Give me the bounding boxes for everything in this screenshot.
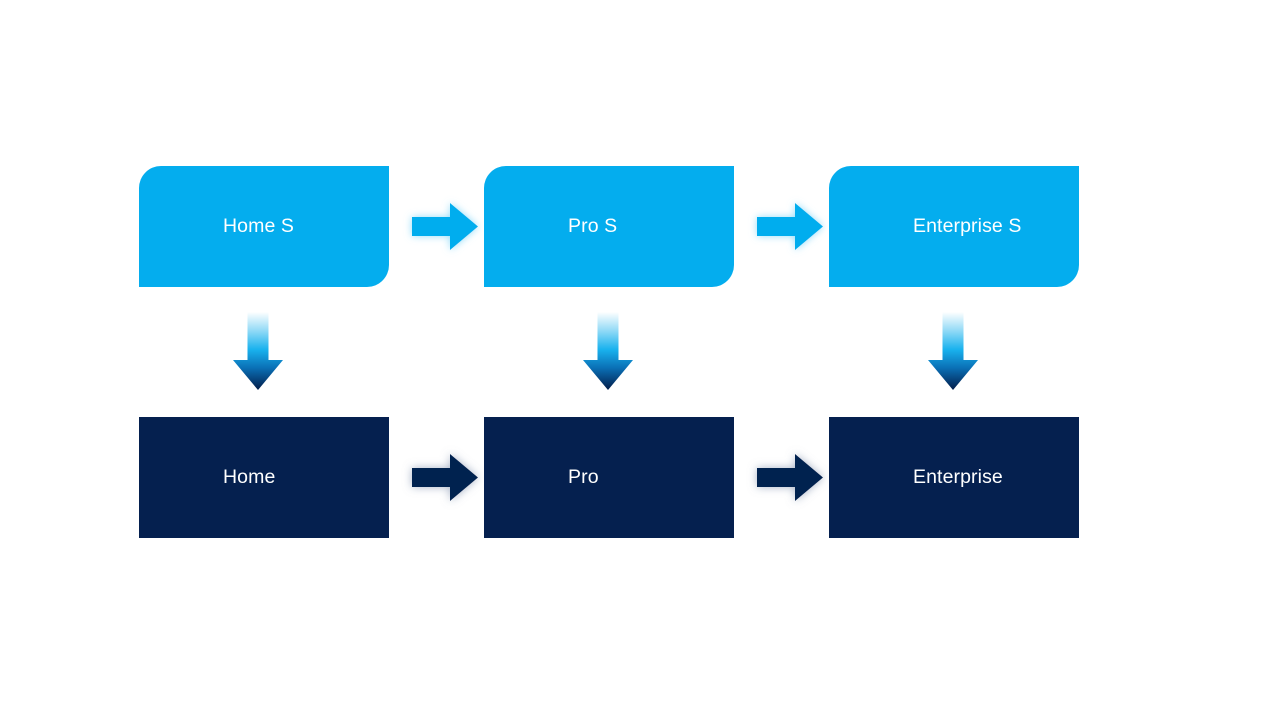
- node-pro-s[interactable]: Pro S: [484, 166, 734, 287]
- arrow-down-icon: [928, 312, 978, 390]
- node-home[interactable]: Home: [139, 417, 389, 538]
- node-pro-s-label: Pro S: [568, 214, 618, 237]
- node-pro[interactable]: Pro: [484, 417, 734, 538]
- node-pro-label: Pro: [568, 465, 599, 488]
- node-home-label: Home: [223, 465, 276, 488]
- node-enterprise-s[interactable]: Enterprise S: [829, 166, 1079, 287]
- arrow-enterprise-s-to-enterprise: [923, 310, 983, 400]
- arrow-right-icon: [412, 454, 478, 501]
- arrow-pro-s-to-pro: [578, 310, 638, 400]
- arrow-home-to-pro: [404, 447, 484, 508]
- arrow-right-icon: [757, 203, 823, 250]
- node-enterprise-label: Enterprise: [913, 465, 1003, 488]
- node-enterprise-s-label: Enterprise S: [913, 214, 1022, 237]
- arrow-home-s-to-home: [228, 310, 288, 400]
- arrow-pro-to-enterprise: [749, 447, 829, 508]
- node-home-s[interactable]: Home S: [139, 166, 389, 287]
- arrow-down-icon: [583, 312, 633, 390]
- arrow-right-icon: [412, 203, 478, 250]
- arrow-home-s-to-pro-s: [404, 196, 484, 257]
- arrow-down-icon: [233, 312, 283, 390]
- node-home-s-label: Home S: [223, 214, 295, 237]
- node-enterprise[interactable]: Enterprise: [829, 417, 1079, 538]
- arrow-right-icon: [757, 454, 823, 501]
- arrow-pro-s-to-enterprise-s: [749, 196, 829, 257]
